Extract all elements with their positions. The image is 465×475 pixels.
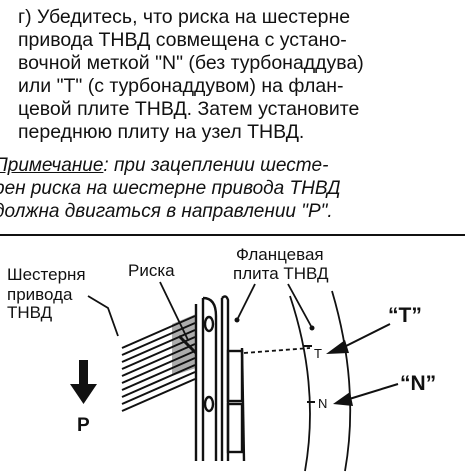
step-line: вочной меткой "N" (без турбонаддува): [18, 52, 364, 74]
gear-mark-line: [177, 334, 198, 355]
flange-plate: [220, 295, 246, 462]
note-line1-rest: : при зацеплении шесте-: [103, 155, 329, 176]
scale-mark-n: N: [318, 396, 327, 411]
section-divider: [0, 234, 465, 236]
step-line: привода ТНВД совмещена с устано-: [18, 29, 347, 51]
leader-flange-left: [237, 283, 256, 319]
leader-flange-right: [287, 283, 312, 327]
note-text: Примечание: при зацеплении шесте- рен ри…: [0, 154, 462, 223]
callout-n-arrowhead: [333, 392, 353, 406]
callout-t-arrow-line: [339, 323, 391, 350]
leader-gear: [87, 295, 119, 337]
callout-n-arrow-line: [345, 383, 399, 401]
note-line: Примечание: при зацеплении шесте-: [0, 154, 462, 177]
scale-ticks: [304, 345, 315, 403]
leader-mark: [159, 281, 189, 341]
flange-dot: [309, 325, 315, 331]
direction-arrow-shaft: [79, 360, 88, 386]
direction-arrow-head: [70, 384, 97, 404]
callout-n: “N”: [400, 372, 436, 395]
scale-mark-t: T: [314, 346, 322, 361]
callout-t-arrowhead: [326, 340, 349, 354]
note-line: должна двигаться в направлении "Р".: [0, 201, 333, 222]
flange-scale-arcs: [289, 290, 352, 472]
flange-dot: [234, 317, 240, 323]
label-mark: Риска: [128, 261, 175, 280]
step-line: цевой плите ТНВД. Затем установите: [18, 98, 360, 120]
step-instruction-text: г) Убедитесь, что риска на шестерне прив…: [18, 6, 458, 144]
label-gear: Шестерня привода ТНВД: [7, 265, 90, 322]
gear-teeth-shading: [172, 314, 196, 376]
label-flange-line: плита ТНВД: [233, 264, 329, 283]
gear-rim: [194, 296, 218, 461]
callout-t: “T”: [388, 304, 422, 327]
label-gear-line: привода: [7, 285, 73, 304]
alignment-dashed-line: [243, 347, 311, 354]
label-gear-line: Шестерня: [7, 265, 86, 284]
alignment-diagram: T N Шестерня привода ТНВД Риска Фланцева…: [7, 245, 436, 472]
label-flange: Фланцевая плита ТНВД: [233, 245, 329, 283]
label-flange-line: Фланцевая: [236, 245, 324, 264]
direction-label-p: P: [77, 415, 90, 436]
step-line: переднюю плиту на узел ТНВД.: [18, 121, 305, 143]
note-keyword: Примечание: [0, 155, 104, 176]
step-line: г) Убедитесь, что риска на шестерне: [18, 6, 351, 28]
note-line: рен риска на шестерне привода ТНВД: [0, 178, 341, 199]
label-gear-line: ТНВД: [7, 303, 53, 322]
step-line: или "T" (с турбонаддувом) на флан-: [18, 75, 344, 97]
